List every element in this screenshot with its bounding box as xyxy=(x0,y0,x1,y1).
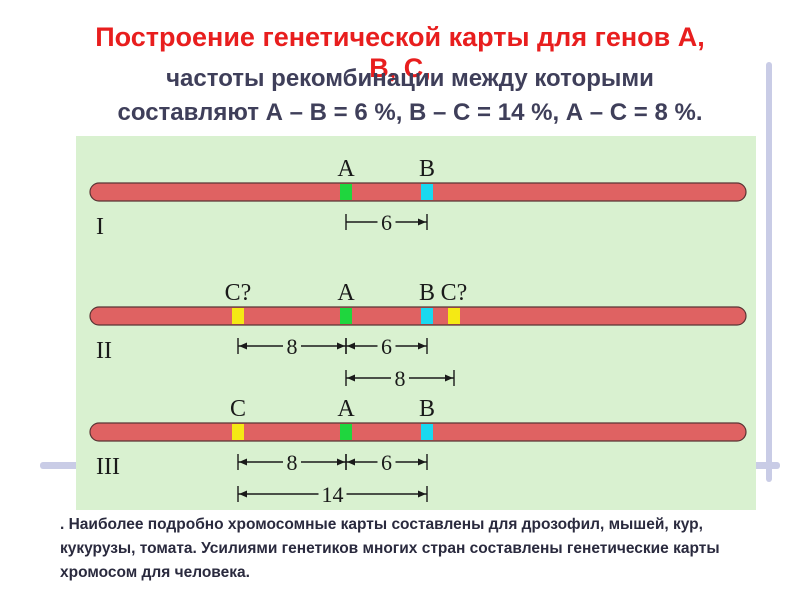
gene-marker-a xyxy=(340,424,352,440)
chromosome-bar xyxy=(89,306,747,326)
distance-arrow-right xyxy=(418,490,426,498)
distance-arrow-left xyxy=(239,490,247,498)
chromosome-row-1 xyxy=(89,182,747,202)
distance-label: 6 xyxy=(381,210,392,235)
gene-marker-a xyxy=(340,184,352,200)
gene-label: C xyxy=(230,396,246,422)
distance-arrow-right xyxy=(418,458,426,466)
distance-label: 14 xyxy=(322,482,344,507)
gene-label: A xyxy=(337,156,355,182)
gene-marker-b xyxy=(421,184,433,200)
gene-label: A xyxy=(337,396,355,422)
gene-label: A xyxy=(337,280,355,306)
chromosome-row-2 xyxy=(89,306,747,326)
chromosome-bar xyxy=(89,182,747,202)
chromosome-numeral: I xyxy=(96,214,104,240)
gene-marker-c xyxy=(232,424,244,440)
gene-marker-b xyxy=(421,424,433,440)
distance-label: 6 xyxy=(381,450,392,475)
gene-marker-a xyxy=(340,308,352,324)
caption-text: . Наиболее подробно хромосомные карты со… xyxy=(60,516,720,581)
distance-arrow-left xyxy=(347,458,355,466)
gene-label: C? xyxy=(441,280,468,306)
gene-label: C? xyxy=(225,280,252,306)
gene-label: B xyxy=(419,396,435,422)
distance-arrow-left xyxy=(347,342,355,350)
distance-arrow-left xyxy=(347,374,355,382)
distance-arrow-left xyxy=(239,458,247,466)
slide-title: Построение генетической карты для генов … xyxy=(0,22,800,83)
gene-label: B xyxy=(419,156,435,182)
gene-marker-b xyxy=(421,308,433,324)
gene-marker-c xyxy=(232,308,244,324)
distance-arrow-right xyxy=(418,218,426,226)
distance-label: 6 xyxy=(381,334,392,359)
distance-arrow-right xyxy=(337,342,345,350)
decorative-side-stripe xyxy=(766,62,772,482)
chromosome-row-3 xyxy=(89,422,747,442)
distance-label: 8 xyxy=(395,366,406,391)
distance-label: 8 xyxy=(287,334,298,359)
chromosome-numeral: II xyxy=(96,338,112,364)
distance-label: 8 xyxy=(287,450,298,475)
slide-subtitle: частоты рекомбинации между которыми сост… xyxy=(40,62,780,130)
distance-arrow-right xyxy=(337,458,345,466)
distance-arrow-right xyxy=(445,374,453,382)
chromosome-numeral: III xyxy=(96,454,120,480)
distance-arrow-left xyxy=(239,342,247,350)
distance-arrow-right xyxy=(418,342,426,350)
subtitle-line-1: частоты рекомбинации между которыми xyxy=(166,65,654,92)
gene-label: B xyxy=(419,280,435,306)
title-line-1: Построение генетической карты для генов … xyxy=(95,22,705,52)
gene-marker-c xyxy=(448,308,460,324)
title-line-2: В, С, xyxy=(369,53,431,83)
chromosome-bar xyxy=(89,422,747,442)
subtitle-line-2: составляют А – В = 6 %, В – С = 14 %, А … xyxy=(117,99,703,126)
